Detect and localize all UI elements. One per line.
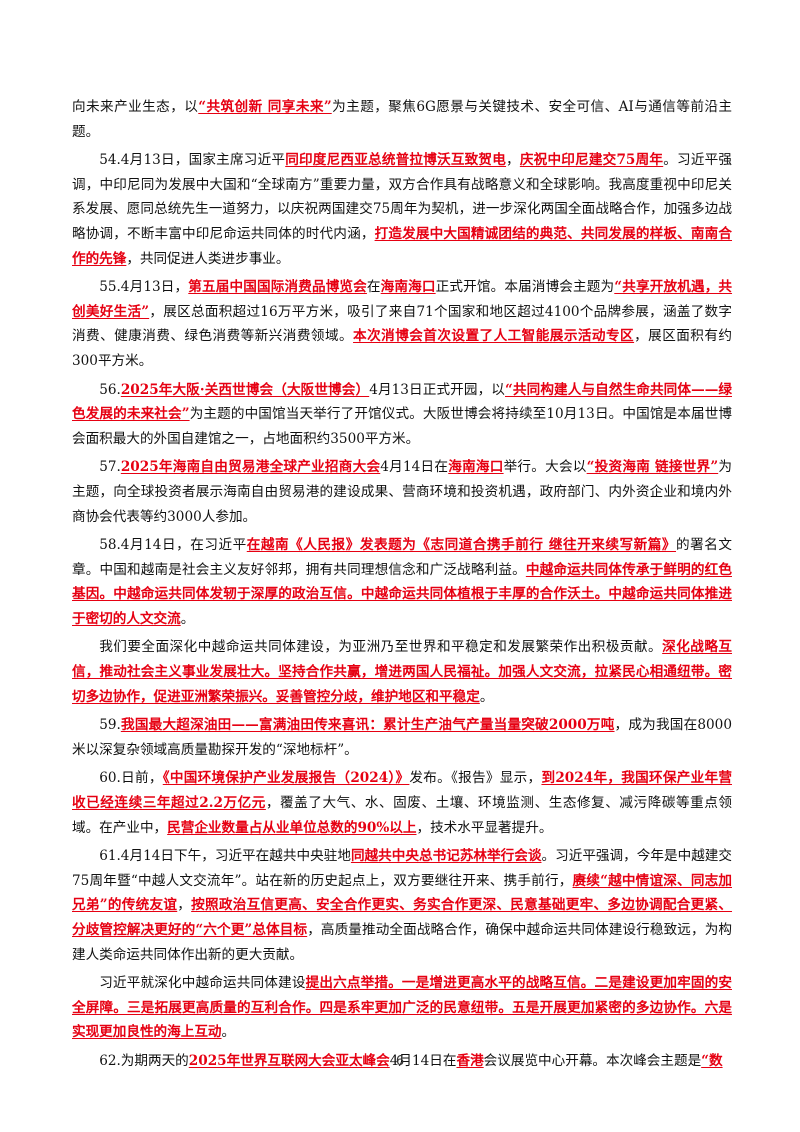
body-text: 60.日前， — [99, 770, 163, 787]
body-text: ，共同促进人类进步事业。 — [126, 250, 290, 267]
body-text: 我们要全面深化中越命运共同体建设，为亚洲乃至世界和平稳定和发展繁荣作出积极贡献。 — [99, 639, 663, 656]
highlighted-text: 同印度尼西亚总统普拉博沃互致贺电 — [285, 152, 507, 169]
highlighted-text: 按照政治互信更高、安全合作更实、务实合作更深、民意基础更牢、多边协调配合更紧、分… — [72, 897, 733, 938]
body-text: 56. — [99, 381, 121, 398]
paragraph-p61b: 习近平就深化中越命运共同体建设提出六点举措。一是增进更高水平的战略互信。二是建设… — [72, 971, 732, 1045]
body-text: 正式开馆。本届消博会主题为 — [435, 279, 615, 296]
highlighted-text: 第五届中国国际消费品博览会 — [188, 279, 367, 296]
highlighted-text: 2025年大阪·关西世博会（大阪世博会） — [120, 381, 370, 398]
paragraph-p54: 54.4月13日，国家主席习近平同印度尼西亚总统普拉博沃互致贺电，庆祝中印尼建交… — [72, 148, 732, 271]
body-text: ，展区总面积超过16万平方米，吸引了来自71个国家和地区超过4100个品牌参展，… — [72, 303, 733, 345]
body-text: 的署名文章。中国和越南是社会主义友好邻邦，拥有共同理想信念和广泛战略利益。 — [72, 537, 733, 578]
highlighted-text: 提出六点举措。一是增进更高水平的战略互信。二是建设更加牢固的安全屏障。三是拓展更… — [72, 975, 732, 1041]
highlighted-text: 2025年世界互联网大会亚太峰会 — [188, 1052, 390, 1069]
body-text: 在 — [366, 279, 381, 296]
page-number: 6 — [395, 1054, 405, 1069]
highlighted-text: 在越南《人民报》发表题为《志同道合携手前行 继往开来续写新篇》 — [246, 537, 677, 554]
body-text: 习近平就深化中越命运共同体建设 — [99, 975, 306, 992]
body-text: 58.4月14日，在习近平 — [99, 537, 247, 554]
highlighted-text: 海南海口 — [380, 279, 436, 296]
paragraph-p58b: 我们要全面深化中越命运共同体建设，为亚洲乃至世界和平稳定和发展繁荣作出积极贡献。… — [72, 635, 732, 709]
paragraph-p62: 62.为期两天的2025年世界互联网大会亚太峰会4月14日在香港会议展览中心开幕… — [72, 1049, 732, 1074]
highlighted-text: 民营企业数量占从业单位总数的90%以上 — [167, 819, 417, 836]
body-text: ， — [506, 152, 520, 169]
paragraph-p57: 57.2025年海南自由贸易港全球产业招商大会4月14日在海南海口举行。大会以“… — [72, 455, 732, 529]
body-text: 54.4月13日，国家主席习近平 — [99, 152, 286, 169]
highlighted-text: 同越共中央总书记苏林举行会谈 — [350, 848, 542, 865]
paragraph-p60: 60.日前，《中国环境保护产业发展报告（2024）》发布。《报告》显示，到202… — [72, 766, 732, 840]
body-text: ，成为我国在8000米以深复杂领域高质量勘探开发的“深地标杆”。 — [72, 717, 732, 758]
body-text: ，技术水平显著提升。 — [416, 819, 553, 836]
body-text: 57. — [99, 459, 121, 476]
body-text: 4月13日正式开园，以 — [369, 381, 505, 398]
body-text: ， — [177, 897, 192, 914]
paragraph-p55: 55.4月13日，第五届中国国际消费品博览会在海南海口正式开馆。本届消博会主题为… — [72, 275, 732, 373]
body-text: ，高质量推动全面战略合作，确保中越命运共同体建设行稳致远，为构建人类命运共同体作… — [72, 922, 732, 963]
body-text: 55.4月13日， — [99, 279, 189, 296]
body-text: 4月14日在 — [380, 459, 449, 476]
highlighted-text: 庆祝中印尼建交75周年 — [519, 152, 664, 169]
body-text: 为主题，向全球投资者展示海南自由贸易港的建设成果、营商环境和投资机遇，政府部门、… — [72, 459, 733, 525]
body-text: ，展区面积有约300平方米。 — [72, 328, 733, 369]
highlighted-text: 中越命运共同体传承于鲜明的红色基因。中越命运共同体发轫于深厚的政治互信。中越命运… — [72, 561, 732, 627]
highlighted-text: 到2024年，我国环保产业年营收已经连续三年超过2.2万亿元 — [72, 770, 732, 812]
body-text: 。 — [221, 1024, 236, 1041]
body-text: 。 — [180, 610, 195, 627]
body-text: 。习近平强调，今年是中越建交75周年暨“中越人文交流年”。站在新的历史起点上，双… — [72, 848, 733, 889]
paragraph-p56: 56.2025年大阪·关西世博会（大阪世博会）4月13日正式开园，以“共同构建人… — [72, 378, 732, 452]
highlighted-text: “数 — [701, 1052, 723, 1069]
paragraph-p0: 向未来产业生态，以“共筑创新 同享未来”为主题，聚焦6G愿景与关键技术、安全可信… — [72, 95, 732, 144]
highlighted-text: “共享开放机遇，共创美好生活” — [72, 279, 733, 320]
body-text: ，覆盖了大气、水、固废、土壤、环境监测、生态修复、减污降碳等重点领域。在产业中， — [72, 795, 732, 836]
highlighted-text: 我国最大超深油田——富满油田传来喜讯：累计生产油气产量当量突破2000万吨 — [120, 717, 615, 734]
body-text: 为主题，聚焦6G愿景与关键技术、安全可信、AI与通信等前沿主题。 — [72, 99, 732, 140]
highlighted-text: 2025年海南自由贸易港全球产业招商大会 — [120, 459, 381, 476]
highlighted-text: 深化战略互信，推动社会主义事业发展壮大。坚持合作共赢，增进两国人民福祉。加强人文… — [72, 639, 733, 705]
body-text: 。习近平强调，中印尼同为发展中大国和“全球南方”重要力量，双方合作具有战略意义和… — [72, 152, 733, 242]
body-text: 发布。《报告》显示， — [409, 770, 542, 787]
highlighted-text: 本次消博会首次设置了人工智能展示活动专区 — [353, 328, 635, 345]
body-text: 向未来产业生态，以 — [72, 99, 199, 115]
document-body: 向未来产业生态，以“共筑创新 同享未来”为主题，聚焦6G愿景与关键技术、安全可信… — [72, 95, 732, 1078]
body-text: 会议展览中心开幕。本次峰会主题是 — [483, 1052, 702, 1069]
highlighted-text: 打造发展中大国精诚团结的典范、共同发展的样板、南南合作的先锋 — [72, 225, 733, 267]
body-text: 为主题的中国馆当天举行了开馆仪式。大阪世博会将持续至10月13日。中国馆是本届世… — [72, 406, 733, 447]
paragraph-p61: 61.4月14日下午，习近平在越共中央驻地同越共中央总书记苏林举行会谈。习近平强… — [72, 844, 732, 967]
highlighted-text: “共筑创新 同享未来” — [198, 99, 332, 115]
body-text: 4月14日在 — [389, 1052, 457, 1069]
body-text: 举行。大会以 — [503, 459, 587, 476]
body-text: 62.为期两天的 — [99, 1052, 189, 1069]
highlighted-text: 《中国环境保护产业发展报告（2024）》 — [162, 770, 410, 787]
highlighted-text: “投资海南 链接世界” — [586, 459, 719, 476]
highlighted-text: 海南海口 — [448, 459, 504, 476]
paragraph-p59: 59.我国最大超深油田——富满油田传来喜讯：累计生产油气产量当量突破2000万吨… — [72, 713, 732, 762]
body-text: 59. — [99, 717, 121, 734]
highlighted-text: “共同构建人与自然生命共同体——绿色发展的未来社会” — [72, 381, 732, 423]
body-text: 。 — [479, 688, 494, 705]
body-text: 61.4月14日下午，习近平在越共中央驻地 — [99, 848, 351, 865]
highlighted-text: 赓续“越中情谊深、同志加兄弟”的传统友谊 — [72, 872, 732, 914]
paragraph-p58: 58.4月14日，在习近平在越南《人民报》发表题为《志同道合携手前行 继往开来续… — [72, 533, 732, 631]
highlighted-text: 香港 — [456, 1052, 484, 1069]
